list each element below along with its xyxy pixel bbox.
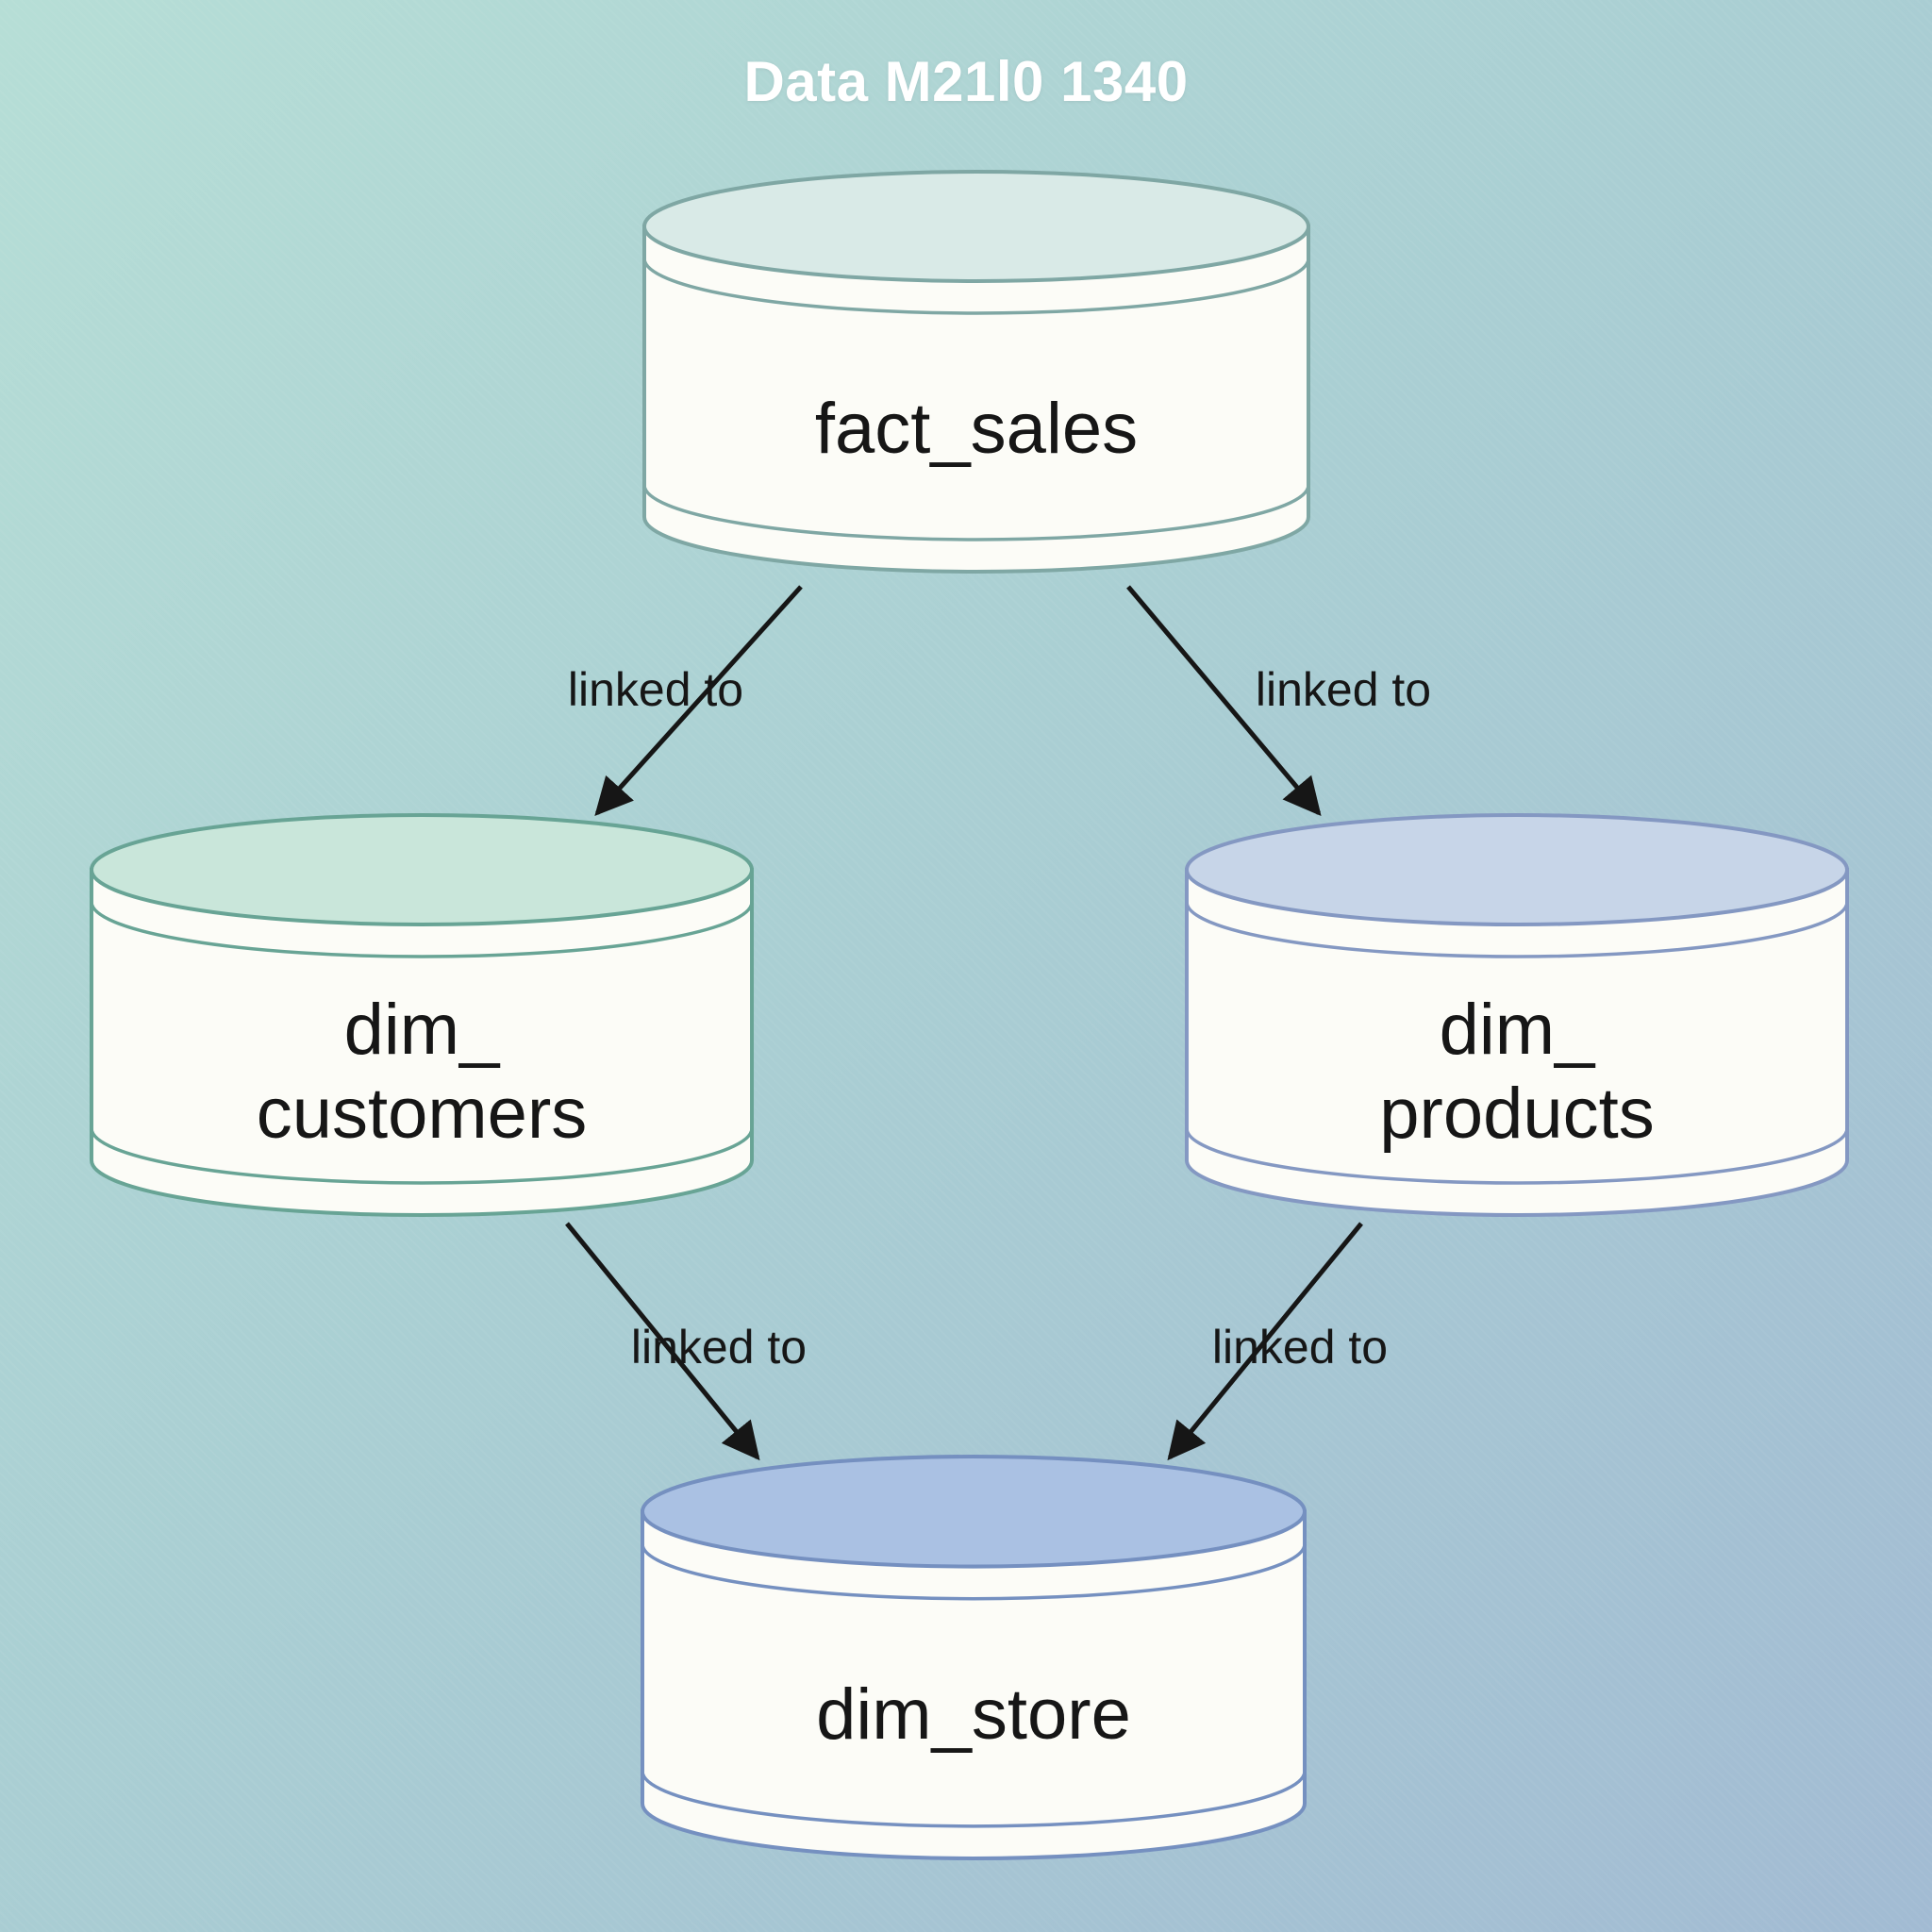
edge-label-linked-to-2: linked to <box>1255 663 1432 716</box>
edge-fact-sales-to-dim-customers <box>594 585 803 816</box>
edge-dim-customers-to-dim-store <box>565 1222 760 1461</box>
database-cylinder-icon <box>89 813 755 1217</box>
edge-label-linked-to-1: linked to <box>567 663 744 716</box>
node-label-dim-products: dim_ products <box>1379 989 1655 1155</box>
node-dim-customers: dim_ customers <box>89 811 755 1219</box>
edge-label-linked-to-4: linked to <box>1211 1321 1389 1374</box>
database-cylinder-icon <box>642 170 1310 574</box>
database-cylinder-icon <box>1184 813 1850 1217</box>
node-label-dim-store: dim_store <box>816 1674 1131 1755</box>
node-label-fact-sales: fact_sales <box>814 388 1139 469</box>
node-label-dim-customers: dim_ customers <box>256 989 588 1155</box>
diagram-title: Data M21l0 1340 <box>743 50 1189 113</box>
edge-label-linked-to-3: linked to <box>630 1321 808 1374</box>
node-dim-products: dim_ products <box>1184 811 1850 1219</box>
node-fact-sales: fact_sales <box>641 168 1311 575</box>
edge-dim-products-to-dim-store <box>1167 1222 1363 1461</box>
database-cylinder-icon <box>640 1455 1307 1860</box>
edge-fact-sales-to-dim-products <box>1126 585 1322 817</box>
node-dim-store: dim_store <box>640 1453 1307 1862</box>
